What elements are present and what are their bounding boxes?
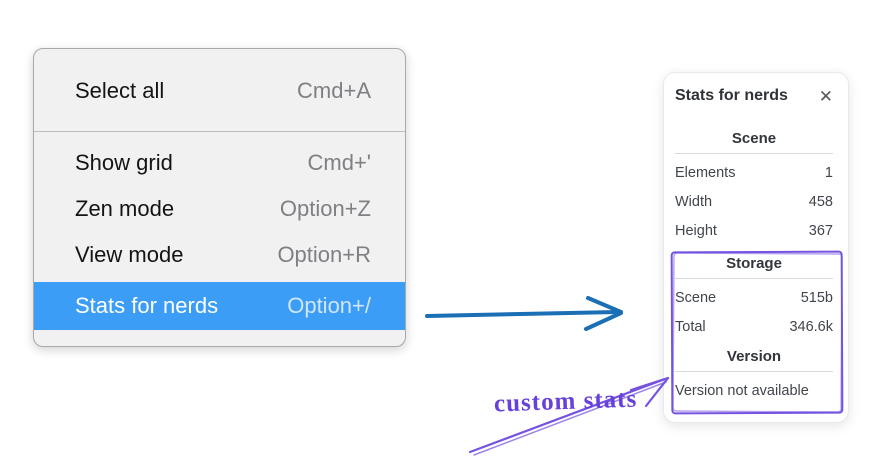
menu-item-label: Zen mode: [75, 196, 175, 221]
menu-item-zen-mode[interactable]: Zen mode Option+Z: [34, 186, 405, 232]
stat-row-scene-size: Scene 515b: [675, 284, 833, 313]
stats-panel-header: Stats for nerds ✕: [675, 87, 833, 105]
section-divider: [675, 153, 833, 154]
stat-row-width: Width 458: [675, 188, 833, 217]
blue-arrow: [425, 296, 623, 331]
stat-label: Scene: [675, 290, 717, 306]
stat-label: Width: [675, 194, 713, 210]
menu-item-shortcut: Option+R: [277, 242, 371, 267]
menu-item-view-mode[interactable]: View mode Option+R: [34, 232, 405, 278]
section-divider: [675, 371, 833, 372]
close-icon[interactable]: ✕: [818, 86, 833, 106]
stat-value: 458: [808, 194, 833, 210]
menu-item-label: Select all: [75, 78, 165, 103]
stat-value: 515b: [800, 290, 833, 306]
stat-row-total-size: Total 346.6k: [675, 313, 833, 342]
stat-row-elements: Elements 1: [675, 159, 833, 188]
menu-item-shortcut: Option+/: [287, 293, 371, 318]
section-heading-version: Version: [726, 348, 782, 365]
menu-item-stats-for-nerds[interactable]: Stats for nerds Option+/: [34, 282, 405, 330]
menu-item-label: View mode: [75, 242, 184, 267]
menu-item-shortcut: Cmd+': [307, 150, 372, 175]
menu-item-label: Stats for nerds: [75, 293, 219, 318]
version-note: Version not available: [675, 383, 809, 399]
menu-item-select-all[interactable]: Select all Cmd+A: [34, 57, 405, 125]
menu-item-shortcut: Cmd+A: [297, 78, 371, 103]
stats-panel-title: Stats for nerds: [675, 87, 788, 104]
menu-item-label: Show grid: [75, 150, 173, 175]
stat-value: 346.6k: [789, 319, 833, 335]
stat-label: Total: [675, 319, 706, 335]
stat-value: 1: [824, 165, 833, 181]
stats-panel: Stats for nerds ✕ Scene Elements 1 Width…: [663, 72, 849, 423]
stat-value: 367: [808, 223, 833, 239]
menu-item-shortcut: Option+Z: [279, 196, 371, 221]
context-menu: Select all Cmd+A Show grid Cmd+' Zen mod…: [33, 48, 406, 347]
menu-item-show-grid[interactable]: Show grid Cmd+': [34, 140, 405, 186]
stat-label: Height: [675, 223, 717, 239]
annotation-label: custom stats: [493, 385, 638, 418]
section-heading-scene: Scene: [731, 130, 777, 147]
section-divider: [675, 278, 833, 279]
menu-divider: [34, 131, 405, 132]
stat-row-height: Height 367: [675, 217, 833, 246]
section-heading-storage: Storage: [726, 255, 782, 272]
stat-label: Elements: [675, 165, 736, 181]
